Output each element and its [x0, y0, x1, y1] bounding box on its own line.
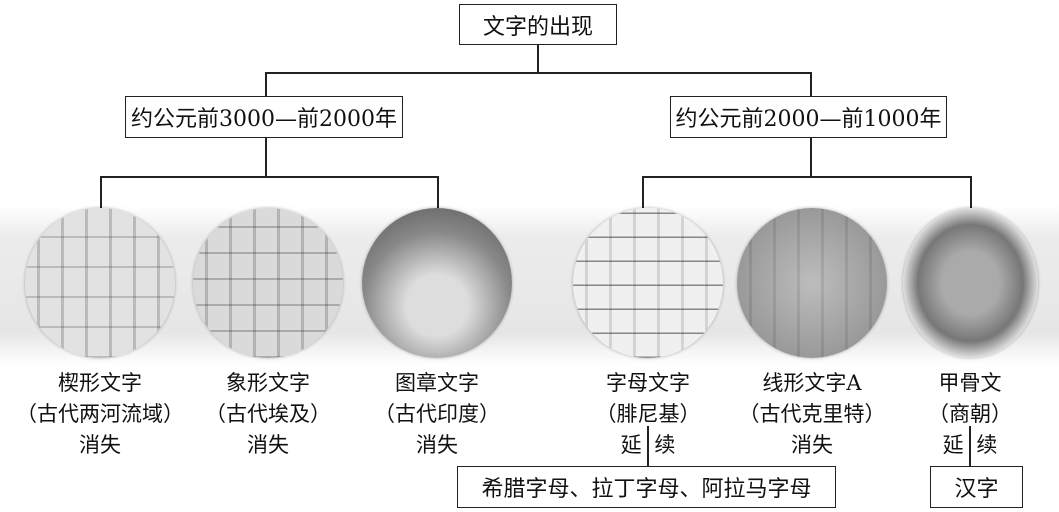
connector — [265, 72, 811, 74]
script-label-hieroglyph: 象形文字 （古代埃及） 消失 — [168, 368, 368, 461]
period-box-early: 约公元前3000—前2000年 — [125, 96, 403, 138]
script-region: （古代埃及） — [205, 402, 331, 426]
connector — [100, 176, 102, 208]
script-name: 甲骨文 — [938, 371, 1002, 395]
connector — [970, 176, 972, 208]
connector — [437, 176, 439, 208]
script-name: 象形文字 — [226, 371, 310, 395]
connector — [642, 176, 644, 208]
linear-a-image — [737, 208, 887, 358]
script-label-indus: 图章文字 （古代印度） 消失 — [337, 368, 537, 461]
connector — [100, 176, 438, 178]
script-label-linear-a: 线形文字A （古代克里特） 消失 — [712, 368, 912, 461]
connector — [647, 426, 649, 466]
script-label-oracle-bone: 甲骨文 （商朝） 延 续 — [870, 368, 1059, 461]
cuneiform-image — [25, 208, 175, 358]
script-name: 字母文字 — [606, 371, 690, 395]
script-name: 楔形文字 — [58, 371, 142, 395]
connector — [265, 72, 267, 96]
script-fate: 消失 — [791, 433, 833, 457]
connector — [537, 45, 539, 72]
script-region: （商朝） — [928, 402, 1012, 426]
hieroglyph-image — [193, 208, 343, 358]
connector — [810, 72, 812, 96]
period-box-late: 约公元前2000—前1000年 — [670, 96, 947, 138]
indus-seal-image — [362, 208, 512, 358]
connector — [969, 426, 971, 466]
connector — [642, 176, 971, 178]
script-label-cuneiform: 楔形文字 （古代两河流域） 消失 — [0, 368, 200, 461]
connector — [265, 138, 267, 176]
oracle-bone-image — [903, 208, 1038, 358]
alphabet-descendants-box: 希腊字母、拉丁字母、阿拉马字母 — [457, 466, 836, 508]
phoenician-alphabet-image — [573, 208, 723, 358]
script-region: （古代两河流域） — [16, 402, 184, 426]
chinese-characters-box: 汉字 — [930, 466, 1023, 508]
root-box: 文字的出现 — [459, 4, 617, 45]
connector — [810, 138, 812, 176]
script-fate: 消失 — [416, 433, 458, 457]
script-region: （古代克里特） — [738, 402, 886, 426]
script-region: （古代印度） — [374, 402, 500, 426]
script-region: （腓尼基） — [595, 402, 701, 426]
script-name: 图章文字 — [395, 371, 479, 395]
script-name: 线形文字A — [762, 371, 862, 395]
script-fate: 延 续 — [942, 433, 998, 457]
script-fate: 消失 — [247, 433, 289, 457]
script-fate: 消失 — [79, 433, 121, 457]
